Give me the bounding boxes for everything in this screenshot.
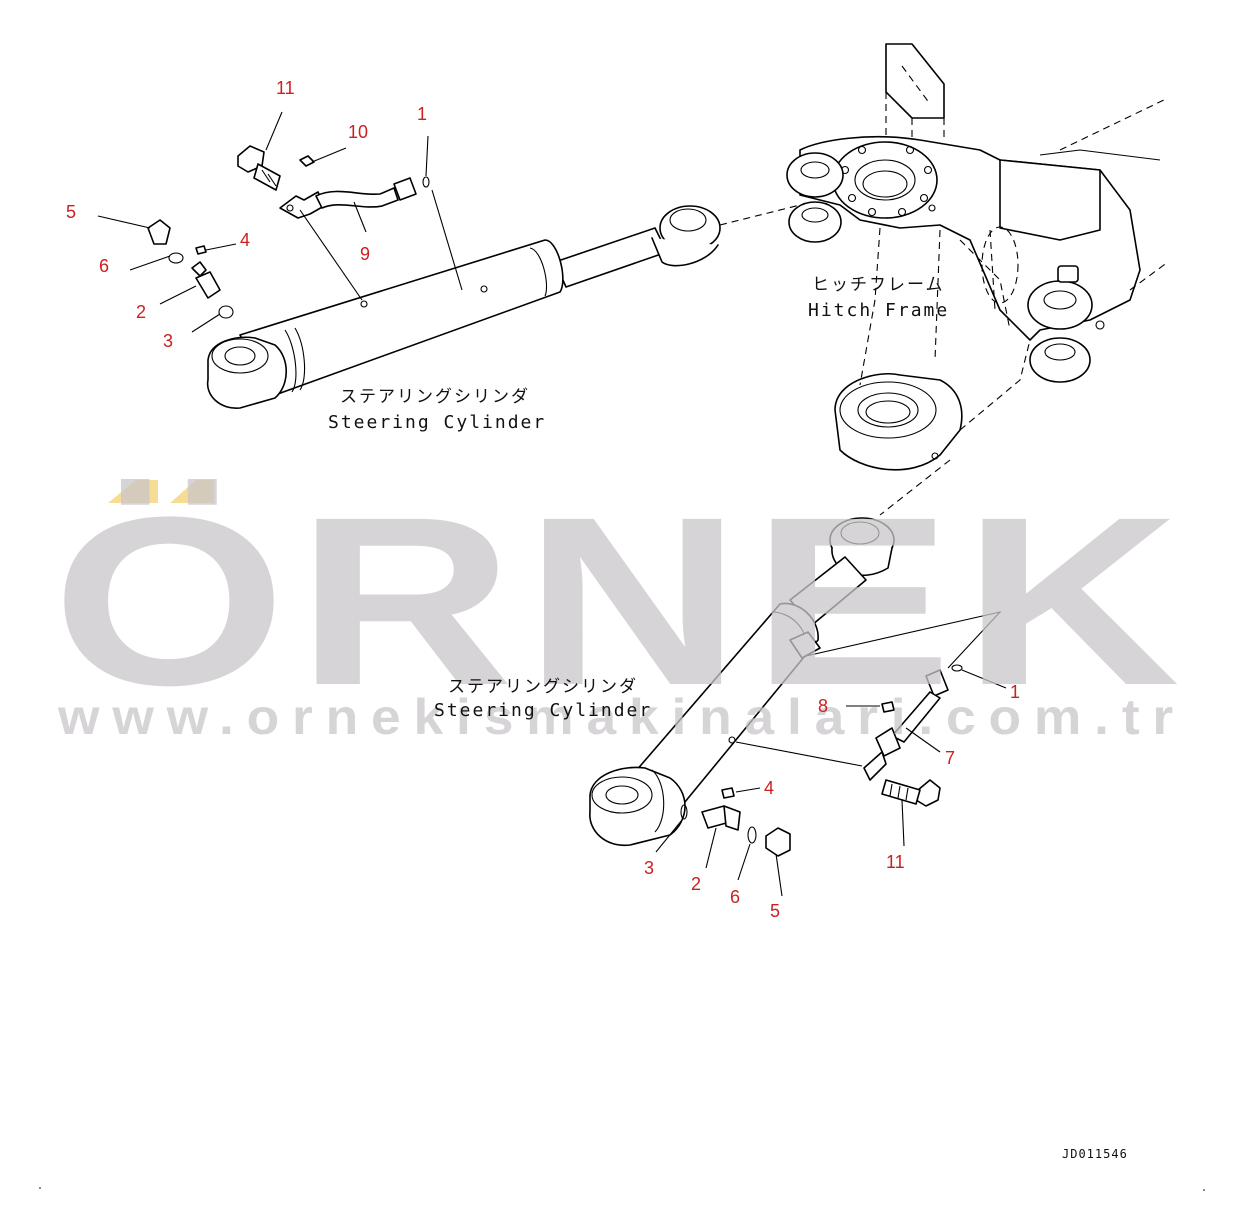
hitch-frame (719, 43, 1169, 516)
callouts-bottom: 1 8 7 4 3 2 6 5 11 (644, 682, 1020, 921)
hitch-frame-label-en: Hitch Frame (808, 300, 949, 321)
callout-bottom-6: 6 (730, 887, 740, 907)
corner-mark-right (1203, 1189, 1205, 1191)
watermark-accent-mark-right (170, 480, 214, 503)
callout-top-1: 1 (417, 104, 427, 124)
watermark-accent-mark-left (108, 480, 158, 503)
callout-bottom-3: 3 (644, 858, 654, 878)
steering-cylinder-top (206, 205, 721, 409)
steering-cylinder-bottom-label-en: Steering Cylinder (434, 700, 652, 721)
callout-bottom-7: 7 (945, 748, 955, 768)
watermark-url: www.ornekismakinalari.com.tr (57, 689, 1186, 745)
callout-top-2: 2 (136, 302, 146, 322)
steering-cylinder-bottom (589, 517, 895, 847)
bottom-fittings (680, 664, 963, 857)
callout-bottom-8: 8 (818, 696, 828, 716)
steering-cylinder-top-label-jp: ステアリングシリンダ (340, 387, 530, 407)
steering-cylinder-top-label-en: Steering Cylinder (328, 412, 546, 433)
callout-bottom-2: 2 (691, 874, 701, 894)
callout-top-10: 10 (348, 122, 368, 142)
callout-bottom-4: 4 (764, 778, 774, 798)
drawing-id: JD011546 (1062, 1147, 1128, 1161)
watermark-brand: ÖRNEK (52, 467, 1190, 735)
callouts-top: 11 10 1 5 4 6 9 2 3 (66, 78, 427, 351)
callout-top-9: 9 (360, 244, 370, 264)
callout-top-6: 6 (99, 256, 109, 276)
callout-top-3: 3 (163, 331, 173, 351)
hitch-frame-label-jp: ヒッチフレーム (812, 275, 945, 295)
callout-bottom-1: 1 (1010, 682, 1020, 702)
callout-top-5: 5 (66, 202, 76, 222)
callout-bottom-11: 11 (886, 852, 905, 872)
top-fittings (147, 145, 430, 319)
leader-lines (97, 111, 1007, 897)
steering-cylinder-bottom-label-jp: ステアリングシリンダ (448, 677, 638, 697)
corner-mark-left (39, 1187, 41, 1189)
watermark: ÖRNEK www.ornekismakinalari.com.tr (52, 467, 1190, 745)
callout-bottom-5: 5 (770, 901, 780, 921)
callout-top-4: 4 (240, 230, 250, 250)
callout-top-11: 11 (276, 78, 295, 98)
